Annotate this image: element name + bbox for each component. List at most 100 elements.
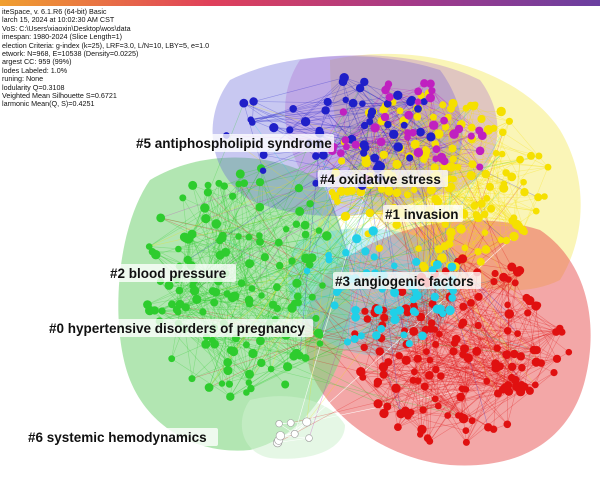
network-node[interactable] [325, 256, 333, 264]
network-node[interactable] [429, 113, 437, 121]
network-node[interactable] [283, 226, 290, 233]
network-node[interactable] [441, 221, 449, 228]
network-node[interactable] [351, 306, 360, 315]
network-node[interactable] [379, 370, 388, 379]
network-node[interactable] [486, 182, 494, 191]
network-node[interactable] [520, 382, 529, 391]
network-node[interactable] [483, 194, 491, 202]
network-node[interactable] [179, 194, 187, 202]
network-node[interactable] [454, 163, 462, 171]
network-node[interactable] [520, 188, 529, 197]
network-node[interactable] [379, 408, 389, 419]
network-node[interactable] [415, 245, 422, 252]
network-node[interactable] [328, 189, 336, 196]
network-node[interactable] [474, 292, 483, 301]
network-node[interactable] [400, 331, 408, 339]
network-node[interactable] [498, 150, 506, 158]
network-node[interactable] [245, 233, 253, 241]
network-node[interactable] [302, 417, 312, 427]
network-node[interactable] [286, 419, 295, 427]
network-node[interactable] [439, 101, 447, 109]
network-node[interactable] [532, 207, 540, 215]
network-node[interactable] [435, 304, 445, 315]
network-node[interactable] [204, 383, 214, 392]
network-node[interactable] [168, 355, 176, 363]
cluster-label-0[interactable]: #0 hypertensive disorders of pregnancy [49, 321, 305, 336]
network-node[interactable] [226, 346, 235, 355]
network-node[interactable] [483, 377, 491, 385]
network-node[interactable] [333, 288, 341, 297]
network-node[interactable] [249, 119, 256, 126]
network-node[interactable] [491, 359, 500, 368]
network-node[interactable] [223, 290, 231, 298]
network-node[interactable] [164, 280, 174, 290]
network-node[interactable] [466, 170, 476, 181]
network-node[interactable] [322, 231, 332, 241]
network-node[interactable] [343, 143, 350, 151]
cluster-label-1[interactable]: #1 invasion [385, 207, 459, 222]
network-node[interactable] [531, 381, 539, 389]
network-node[interactable] [392, 159, 402, 169]
network-node[interactable] [275, 420, 283, 428]
network-node[interactable] [379, 105, 388, 114]
network-node[interactable] [365, 208, 374, 218]
network-node[interactable] [400, 406, 410, 416]
network-node[interactable] [257, 358, 266, 368]
network-node[interactable] [447, 104, 455, 113]
network-node[interactable] [411, 368, 418, 376]
network-node[interactable] [367, 107, 377, 117]
network-node[interactable] [269, 123, 279, 133]
network-node[interactable] [291, 299, 299, 307]
network-node[interactable] [457, 412, 465, 420]
network-node[interactable] [430, 292, 439, 302]
network-node[interactable] [565, 348, 573, 356]
network-node[interactable] [447, 234, 455, 242]
network-node[interactable] [456, 224, 466, 234]
network-node[interactable] [242, 341, 250, 349]
network-node[interactable] [267, 365, 275, 373]
network-node[interactable] [377, 185, 386, 193]
network-node[interactable] [181, 303, 190, 312]
network-node[interactable] [351, 312, 360, 322]
network-node[interactable] [286, 126, 294, 134]
network-node[interactable] [334, 198, 341, 205]
network-node[interactable] [145, 243, 153, 250]
network-node[interactable] [336, 149, 345, 158]
network-node[interactable] [449, 155, 457, 163]
network-node[interactable] [458, 385, 466, 393]
network-node[interactable] [411, 186, 418, 194]
network-node[interactable] [468, 123, 476, 132]
network-node[interactable] [201, 339, 211, 349]
network-node[interactable] [412, 291, 422, 301]
network-node[interactable] [410, 301, 418, 310]
network-node[interactable] [321, 106, 330, 115]
network-node[interactable] [156, 213, 166, 223]
network-node[interactable] [175, 286, 184, 295]
network-node[interactable] [414, 98, 422, 106]
network-node[interactable] [537, 359, 545, 367]
network-node[interactable] [456, 392, 466, 402]
network-node[interactable] [188, 375, 196, 383]
network-node[interactable] [394, 423, 402, 431]
network-node[interactable] [505, 117, 513, 125]
network-node[interactable] [343, 338, 352, 346]
network-node[interactable] [416, 312, 426, 322]
network-node[interactable] [426, 185, 437, 195]
network-node[interactable] [527, 151, 535, 160]
network-node[interactable] [240, 179, 249, 187]
network-node[interactable] [525, 386, 534, 395]
network-node[interactable] [425, 93, 435, 103]
network-node[interactable] [374, 305, 383, 315]
network-node[interactable] [275, 261, 284, 270]
network-node[interactable] [244, 295, 254, 305]
network-node[interactable] [511, 279, 519, 287]
network-node[interactable] [235, 233, 242, 240]
network-node[interactable] [396, 107, 404, 115]
network-node[interactable] [462, 427, 470, 434]
network-node[interactable] [410, 139, 420, 149]
network-node[interactable] [305, 261, 314, 269]
network-node[interactable] [503, 327, 512, 335]
network-node[interactable] [315, 328, 323, 337]
network-node[interactable] [384, 120, 392, 129]
network-node[interactable] [381, 85, 390, 95]
